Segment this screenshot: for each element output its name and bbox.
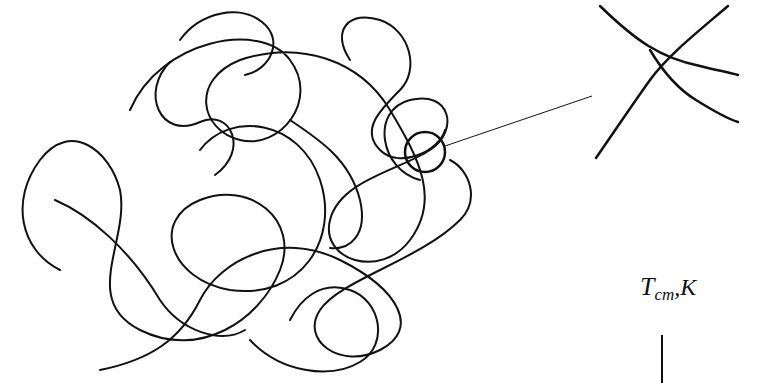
axis-label-part: ст: [654, 285, 674, 304]
crossing-detail: [596, 6, 738, 158]
polymer-coil: [23, 12, 471, 371]
axis-label-part: T: [640, 272, 654, 301]
zoom-circle: [405, 132, 445, 172]
axis-label-part: ,K: [674, 274, 696, 300]
axis-line: [661, 335, 663, 383]
zoom-leader: [445, 96, 592, 146]
axis-label: Tст,K: [640, 272, 696, 305]
